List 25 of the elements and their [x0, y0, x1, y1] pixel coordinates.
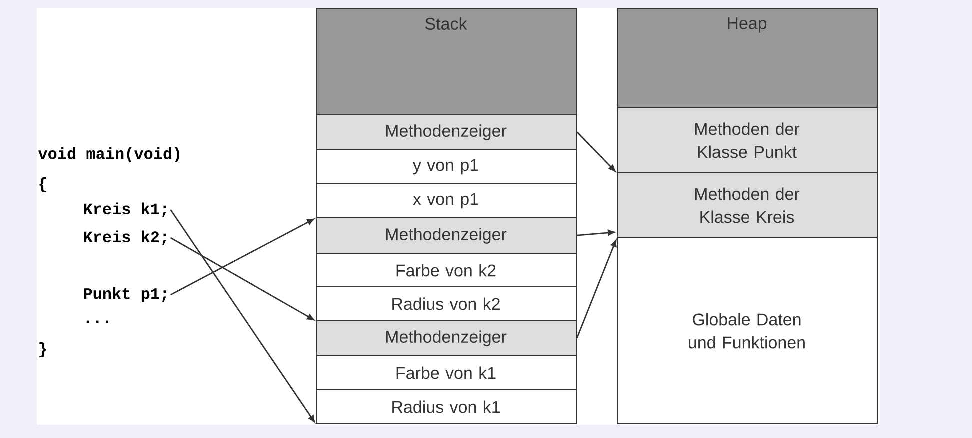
code-line: } — [40, 342, 46, 358]
memory-cell: Methodenzeiger — [316, 114, 578, 150]
memory-cell: Radius von k2 — [316, 286, 578, 322]
arrow — [576, 240, 617, 338]
memory-cell: y von p1 — [316, 149, 578, 184]
arrow — [576, 132, 616, 172]
memory-cell: Methodenzeiger — [316, 320, 578, 356]
arrow — [577, 230, 615, 236]
arrow — [170, 218, 314, 296]
memory-cell: Globale Daten und Funktionen — [617, 237, 878, 424]
memory-cell: Methoden der Klasse Kreis — [617, 172, 878, 238]
code-line: ... — [86, 320, 108, 324]
code-line: void main(void) — [38, 148, 180, 162]
code-line: { — [40, 178, 46, 192]
memory-cell: Farbe von k2 — [316, 253, 578, 288]
memory-cell: Radius von k1 — [316, 388, 578, 424]
code-line: Kreis k1; — [84, 202, 166, 218]
arrow — [170, 237, 314, 320]
memory-cell: Farbe von k1 — [316, 354, 578, 390]
code-line: Punkt p1; — [84, 288, 166, 302]
memory-cell: Methodenzeiger — [316, 217, 578, 254]
memory-cell: Methoden der Klasse Punkt — [617, 107, 878, 174]
arrow — [170, 210, 316, 423]
memory-cell: x von p1 — [316, 183, 578, 218]
code-line: Kreis k2; — [84, 230, 166, 246]
